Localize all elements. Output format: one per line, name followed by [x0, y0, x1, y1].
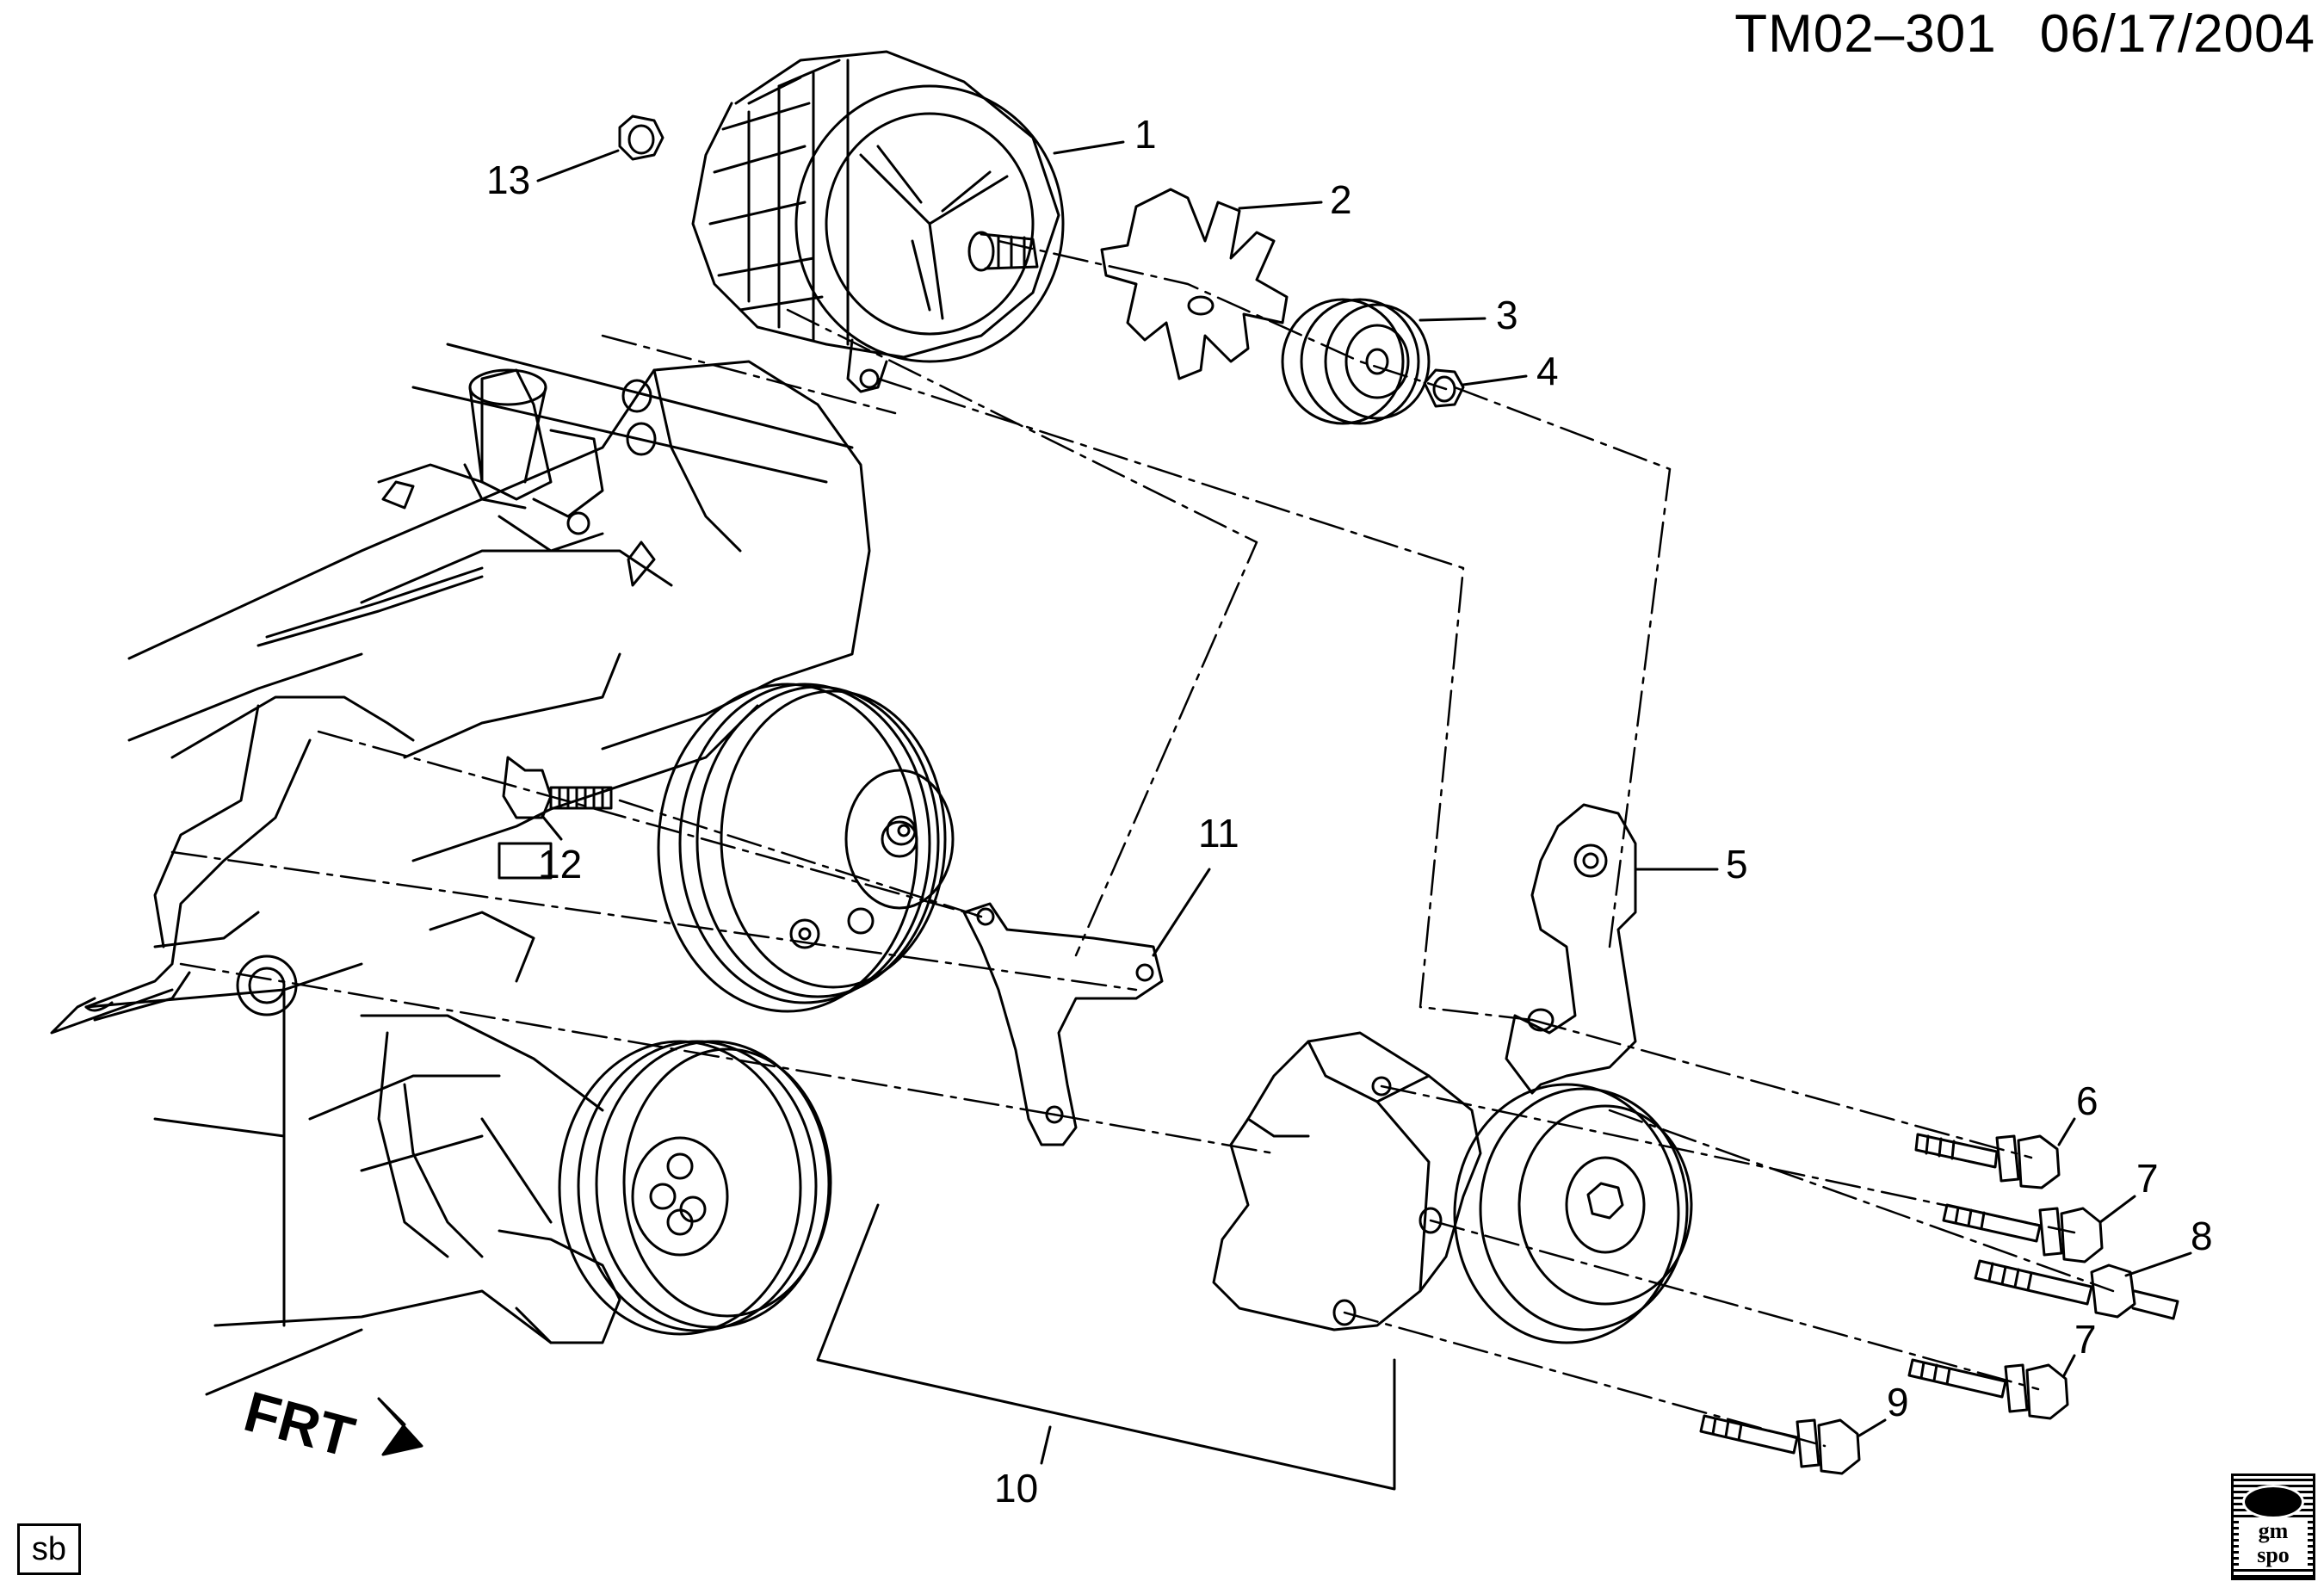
engine-block [84, 343, 871, 1396]
nut-part-4 [1423, 368, 1465, 408]
logo-line-1: gm [2258, 1518, 2289, 1543]
callout-7-lower: 7 [2074, 1317, 2097, 1362]
water-pump-pulley [657, 683, 955, 1013]
callout-7: 7 [2136, 1156, 2159, 1201]
brace-part-11 [962, 902, 1164, 1146]
generator-part-1 [691, 50, 1065, 393]
corner-tag: sb [17, 1523, 81, 1575]
water-outlet [257, 368, 656, 647]
bolt-part-6 [1914, 1133, 2061, 1189]
alignment-lines [170, 239, 2115, 1448]
pulley-part-3 [1281, 298, 1431, 425]
nut-part-13 [618, 114, 664, 161]
stud-part-8 [1974, 1259, 2179, 1320]
front-label: FRT [238, 1379, 361, 1469]
bracket-part-5 [1505, 803, 1637, 1095]
pump-pulley [1453, 1083, 1693, 1344]
wiring-harness [50, 738, 312, 1035]
leader-lines [536, 140, 2192, 1491]
callout-6: 6 [2076, 1078, 2098, 1123]
fan-part-2 [1100, 188, 1289, 380]
front-arrow-icon [377, 1397, 423, 1456]
callout-3: 3 [1496, 293, 1518, 337]
gm-spo-logo: gm spo [2231, 1474, 2315, 1580]
drawing-id: TM02–301 [1734, 4, 1997, 64]
callout-13: 13 [486, 158, 530, 202]
callout-1: 1 [1134, 112, 1157, 157]
bolt-part-9 [1699, 1414, 1861, 1475]
callout-4: 4 [1536, 349, 1559, 393]
bolt-part-7-lower [1907, 1358, 2069, 1420]
bolt-part-7-upper [1942, 1203, 2104, 1263]
callout-11: 11 [1198, 811, 1239, 856]
drawing-date: 06/17/2004 [2039, 4, 2315, 64]
callout-12: 12 [538, 842, 582, 887]
pump-body [1212, 1031, 1482, 1331]
crankshaft-pulley [360, 1014, 832, 1344]
logo-line-2: spo [2257, 1542, 2290, 1567]
logo-text: gm spo [2239, 1519, 2308, 1567]
callout-8: 8 [2191, 1214, 2213, 1258]
callout-10: 10 [994, 1466, 1038, 1511]
callout-2: 2 [1330, 177, 1352, 222]
drawing-header: TM02–301 06/17/2004 [1734, 3, 2315, 65]
callout-9: 9 [1887, 1380, 1909, 1424]
callout-5: 5 [1726, 842, 1748, 887]
logo-oval-icon [2242, 1485, 2304, 1519]
